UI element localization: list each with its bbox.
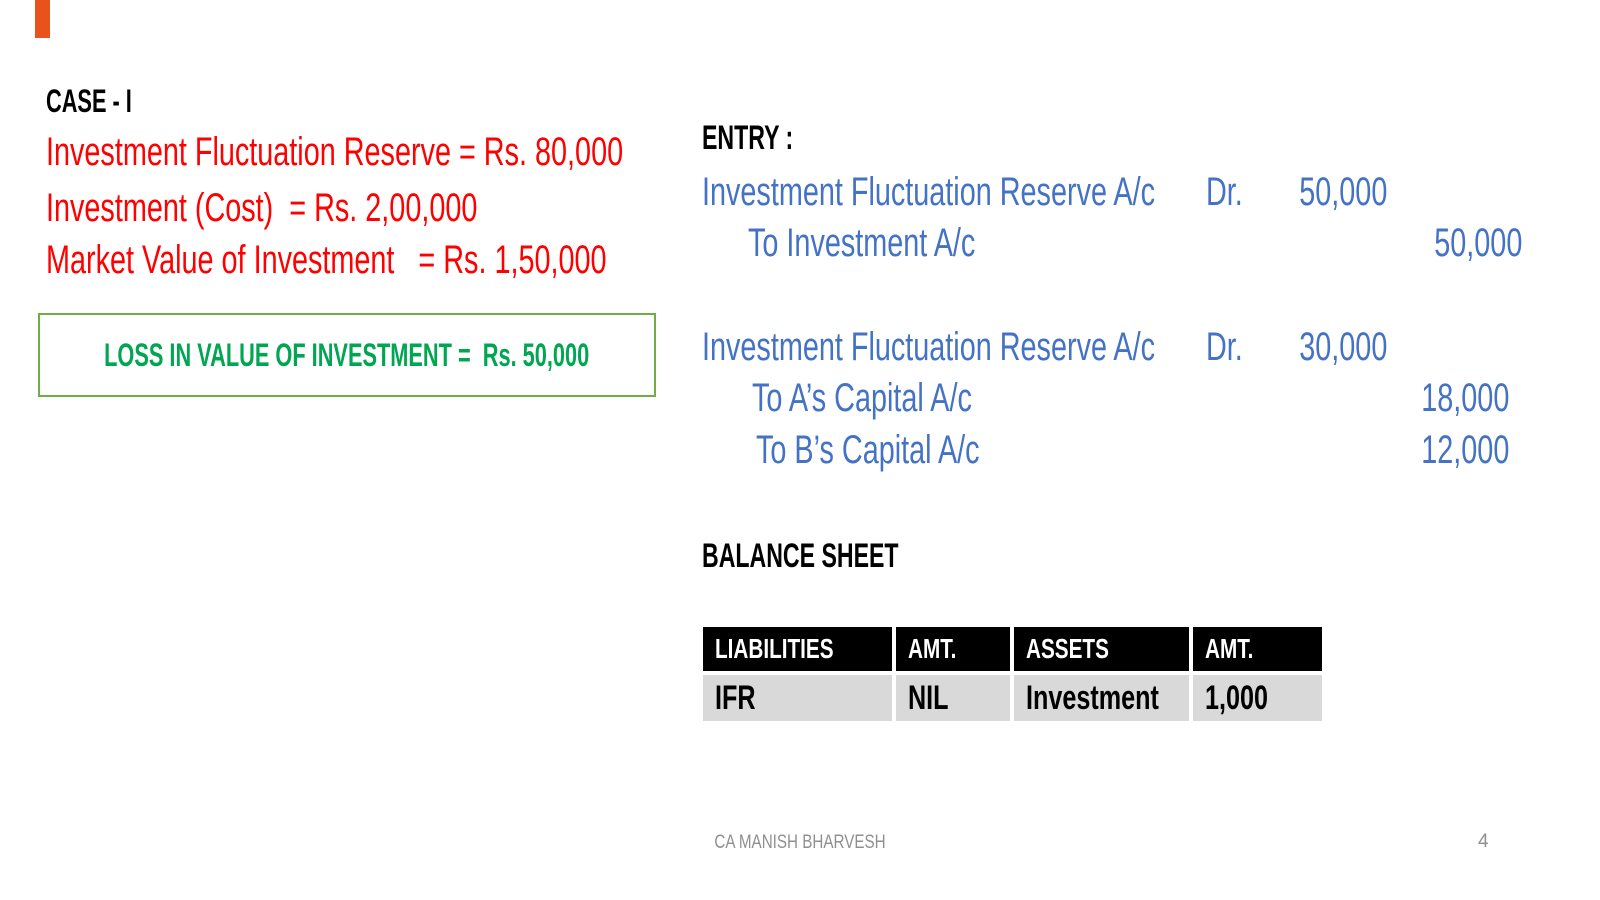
- table-header-liabilities: LIABILITIES: [703, 627, 892, 671]
- accent-bar: [35, 0, 50, 38]
- entry2-debit-account: Investment Fluctuation Reserve A/c: [702, 325, 1156, 369]
- slide-page-number: 4: [1478, 831, 1489, 852]
- table-header-assets: ASSETS: [1014, 627, 1189, 671]
- entry1-debit-amount: 50,000: [1298, 170, 1387, 214]
- entry2-dr-label: Dr.: [1206, 325, 1243, 369]
- case-heading: CASE - I: [46, 83, 132, 119]
- fact-line-cost: Investment (Cost) = Rs. 2,00,000: [46, 186, 478, 230]
- footer-author: CA MANISH BHARVESH: [714, 832, 886, 853]
- entry1-dr-label: Dr.: [1206, 170, 1243, 214]
- loss-box-text: LOSS IN VALUE OF INVESTMENT = Rs. 50,000: [104, 336, 590, 373]
- entry2-credit2-account: To B’s Capital A/c: [756, 428, 980, 472]
- entry2-credit1-amount: 18,000: [1420, 376, 1509, 420]
- balance-sheet-table: LIABILITIES AMT. ASSETS AMT. IFR NIL Inv…: [703, 627, 1322, 721]
- loss-box: LOSS IN VALUE OF INVESTMENT = Rs. 50,000: [38, 313, 656, 397]
- entry2-credit1-account: To A’s Capital A/c: [752, 376, 972, 420]
- table-cell-investment: Investment: [1014, 675, 1189, 721]
- fact-line-market-value: Market Value of Investment = Rs. 1,50,00…: [46, 238, 607, 282]
- table-cell-ifr: IFR: [703, 675, 892, 721]
- balance-sheet-heading: BALANCE SHEET: [702, 537, 899, 575]
- footer: CA MANISH BHARVESH: [0, 832, 1600, 854]
- table-header-amt-1: AMT.: [896, 627, 1010, 671]
- entry1-credit-amount: 50,000: [1433, 221, 1522, 265]
- fact-line-ifr: Investment Fluctuation Reserve = Rs. 80,…: [46, 130, 624, 174]
- table-header-amt-2: AMT.: [1193, 627, 1322, 671]
- table-cell-amount: 1,000: [1193, 675, 1322, 721]
- entry2-debit-amount: 30,000: [1298, 325, 1387, 369]
- entry1-debit-account: Investment Fluctuation Reserve A/c: [702, 170, 1156, 214]
- entry-heading: ENTRY :: [702, 119, 794, 157]
- entry2-credit2-amount: 12,000: [1420, 428, 1509, 472]
- entry1-credit-account: To Investment A/c: [748, 221, 976, 265]
- table-cell-nil: NIL: [896, 675, 1010, 721]
